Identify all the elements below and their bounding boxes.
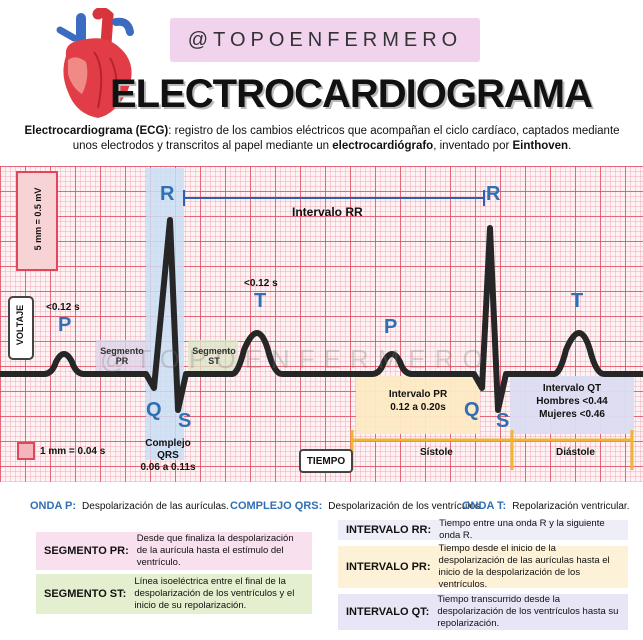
legend-onda-p-desc: Despolarización de las aurículas.	[82, 500, 229, 512]
intro-text-1: : registro de los cambios eléctricos que…	[72, 125, 620, 152]
legend-complejo-qrs-key: COMPLEJO QRS:	[230, 500, 323, 512]
intervalo-pr-label: Intervalo PR 0.12 a 0.20s	[388, 389, 448, 413]
legend-onda-p-key: ONDA P:	[30, 500, 77, 512]
heart-illustration	[46, 6, 141, 120]
legend-intervalo-rr-desc: Tiempo entre una onda R y la siguiente o…	[439, 518, 605, 541]
wave-q-label-2: Q	[464, 399, 480, 421]
voltage-scale-label: 5 mm = 0.5 mV	[33, 187, 43, 251]
legend-onda-t-desc: Repolarización ventricular.	[512, 500, 630, 512]
complejo-qrs-label: Complejo QRS 0.06 a 0.11s	[140, 438, 196, 473]
legend-segmento-st-key: SEGMENTO ST:	[44, 588, 127, 600]
diastole-label: Diástole	[556, 447, 595, 458]
legend-complejo-qrs-desc: Despolarización de los ventrículos.	[328, 500, 483, 512]
wave-q-label-1: Q	[146, 399, 162, 421]
brand-banner: @TOPOENFERMERO	[170, 18, 480, 62]
intervalo-qt-label: Intervalo QT Hombres <0.44 Mujeres <0.46	[536, 383, 608, 420]
legend-intervalo-pr: INTERVALO PR: Tiempo desde el inicio de …	[338, 543, 628, 590]
time-scale-label: 1 mm = 0.04 s	[40, 446, 106, 457]
voltage-scale-box	[16, 171, 58, 271]
legend-intervalo-qt-key: INTERVALO QT:	[346, 606, 430, 618]
p-duration-label: <0.12 s	[46, 302, 80, 313]
wave-t-label-2: T	[571, 290, 584, 312]
legend-onda-t: ONDA T: Repolarización ventricular.	[462, 496, 629, 516]
wave-r-label-2: R	[486, 183, 501, 205]
wave-s-label-1: S	[178, 410, 192, 432]
legend-segmento-pr-desc: Desde que finaliza la despolarización de…	[136, 533, 294, 568]
intro-text-2: , inventado por	[433, 140, 513, 152]
tiempo-badge: TIEMPO	[299, 449, 353, 473]
qt-interval-highlight	[510, 376, 634, 434]
page-title: ELECTROCARDIOGRAMA	[110, 72, 593, 116]
t-duration-label: <0.12 s	[244, 278, 278, 289]
legend-intervalo-pr-key: INTERVALO PR:	[346, 561, 431, 573]
wave-r-label-1: R	[160, 183, 175, 205]
legend-segmento-st: SEGMENTO ST: Línea isoeléctrica entre el…	[36, 574, 312, 614]
pr-interval-highlight	[356, 376, 480, 434]
legend-onda-t-key: ONDA T:	[462, 500, 507, 512]
legend-intervalo-rr: INTERVALO RR: Tiempo entre una onda R y …	[338, 518, 628, 541]
legend-segmento-pr: SEGMENTO PR: Desde que finaliza la despo…	[36, 532, 312, 570]
legend-intervalo-pr-desc: Tiempo desde el inicio de la despolariza…	[438, 543, 610, 590]
intro-term-2: electrocardiógrafo	[332, 140, 434, 152]
voltaje-badge	[8, 296, 34, 360]
intro-term: Electrocardiograma (ECG)	[24, 125, 169, 137]
voltaje-label: VOLTAJE	[15, 304, 25, 346]
pr-segment-highlight	[96, 340, 148, 376]
legend-intervalo-qt: INTERVALO QT: Tiempo transcurrido desde …	[338, 594, 628, 630]
wave-p-label-2: P	[384, 316, 398, 338]
ecg-trace	[0, 217, 643, 413]
intro-paragraph: Electrocardiograma (ECG): registro de lo…	[20, 124, 624, 158]
legend-intervalo-rr-key: INTERVALO RR:	[346, 524, 432, 536]
tiempo-label: TIEMPO	[306, 455, 346, 467]
legend-complejo-qrs: COMPLEJO QRS: Despolarización de los ven…	[230, 496, 483, 516]
intervalo-rr-label: Intervalo RR	[292, 205, 363, 219]
intro-term-3: Einthoven	[512, 140, 569, 152]
wave-p-label-1: P	[58, 314, 72, 336]
st-segment-highlight	[188, 340, 238, 376]
segmento-pr-label: Segmento PR	[100, 346, 144, 366]
time-scale-square	[17, 442, 35, 460]
intro-text-3: .	[568, 140, 572, 152]
brand-handle: @TOPOENFERMERO	[187, 28, 463, 51]
ecg-watermark: @TOPOENFERMERO	[100, 344, 492, 374]
wave-s-label-2: S	[496, 410, 510, 432]
legend-segmento-pr-key: SEGMENTO PR:	[44, 545, 129, 557]
sistole-label: Sístole	[420, 447, 453, 458]
legend-segmento-st-desc: Línea isoeléctrica entre el final de la …	[134, 576, 295, 611]
segmento-st-label: Segmento ST	[192, 346, 236, 366]
legend-intervalo-qt-desc: Tiempo transcurrido desde la despolariza…	[437, 594, 619, 629]
legend-onda-p: ONDA P: Despolarización de las aurículas…	[30, 496, 229, 516]
wave-t-label-1: T	[254, 290, 267, 312]
